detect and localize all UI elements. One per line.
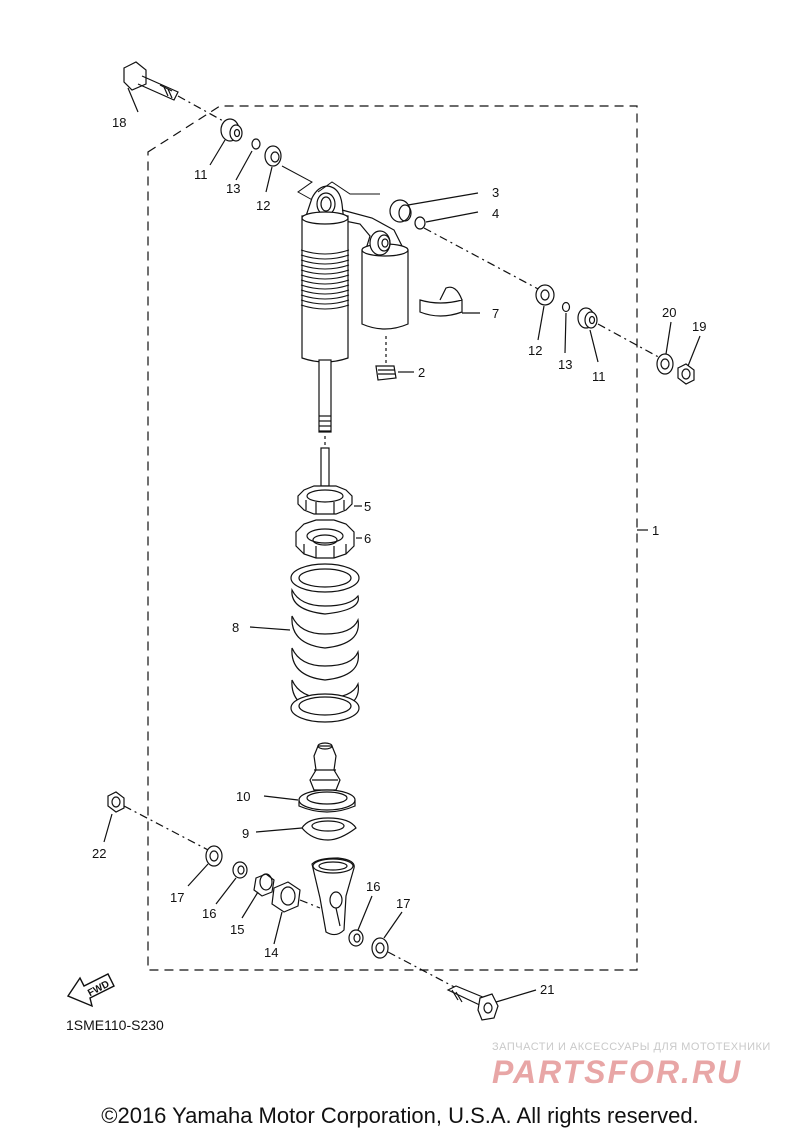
callout-17b: 17 bbox=[396, 896, 410, 911]
part-12-seal-upper bbox=[264, 145, 282, 167]
part-4-clip bbox=[414, 216, 426, 230]
part-20-washer bbox=[656, 353, 674, 375]
leader-19 bbox=[687, 335, 701, 367]
part-18-bolt bbox=[123, 61, 179, 101]
callout-13b: 13 bbox=[558, 357, 572, 372]
part-5-ring-nut bbox=[297, 485, 353, 515]
callout-8: 8 bbox=[232, 620, 239, 635]
leader-18 bbox=[127, 87, 139, 113]
lower-clevis bbox=[311, 857, 355, 936]
part-22-nut bbox=[107, 791, 125, 813]
leader-15 bbox=[241, 891, 259, 919]
axis-right-mid bbox=[597, 323, 665, 361]
callout-20: 20 bbox=[662, 305, 676, 320]
leader-16b bbox=[357, 895, 373, 931]
callout-18: 18 bbox=[112, 115, 126, 130]
copyright-notice: ©2016 Yamaha Motor Corporation, U.S.A. A… bbox=[101, 1103, 699, 1128]
axis-lower-right bbox=[387, 951, 461, 991]
axis-lower-left bbox=[123, 805, 213, 853]
part-13-oring-right bbox=[561, 301, 571, 313]
part-16-seal-right bbox=[348, 929, 364, 947]
part-11-collar-right bbox=[577, 307, 598, 329]
part-21-bolt bbox=[446, 985, 499, 1021]
part-8-spring bbox=[290, 563, 360, 723]
leader-4 bbox=[425, 211, 479, 223]
leader-21 bbox=[495, 989, 537, 1003]
callout-3: 3 bbox=[492, 185, 499, 200]
callout-11b: 11 bbox=[592, 369, 606, 384]
part-9-spring-guide bbox=[301, 817, 357, 841]
fwd-arrow-icon: FWD bbox=[66, 973, 115, 1008]
callout-2: 2 bbox=[418, 365, 425, 380]
callout-6: 6 bbox=[364, 531, 371, 546]
leader-11a bbox=[209, 139, 226, 166]
watermark-logo: PARTSFOR.RU bbox=[492, 1054, 742, 1089]
leader-16a bbox=[215, 877, 237, 905]
callout-7: 7 bbox=[492, 306, 499, 321]
part-11-collar-upper bbox=[220, 118, 243, 142]
callout-19: 19 bbox=[692, 319, 706, 334]
part-10-spring-seat bbox=[298, 789, 356, 813]
leader-14 bbox=[273, 911, 283, 945]
callout-1: 1 bbox=[652, 523, 659, 538]
callout-14: 14 bbox=[264, 945, 278, 960]
watermark-logo-text: PARTSFOR.RU bbox=[492, 1054, 742, 1089]
part-14-bearing bbox=[271, 881, 301, 913]
bump-stop bbox=[309, 742, 341, 791]
leader-3 bbox=[407, 192, 479, 206]
part-7-cover bbox=[419, 286, 463, 317]
leader-12b bbox=[537, 305, 545, 341]
part-19-nut bbox=[677, 363, 695, 385]
callout-13a: 13 bbox=[226, 181, 240, 196]
leader-10 bbox=[263, 795, 299, 801]
leader-11b bbox=[589, 329, 599, 363]
part-13-oring-upper bbox=[251, 138, 261, 150]
part-1-shock-absorber-body bbox=[300, 185, 409, 487]
leader-13b bbox=[564, 312, 567, 354]
part-3-bushing bbox=[389, 199, 412, 223]
callout-17a: 17 bbox=[170, 890, 184, 905]
callout-16b: 16 bbox=[366, 879, 380, 894]
callout-labels: 1 2 3 4 5 6 7 8 9 10 11 11 12 12 13 13 1… bbox=[92, 115, 706, 997]
callout-21: 21 bbox=[540, 982, 554, 997]
assembly-boundary bbox=[147, 105, 638, 971]
leader-8 bbox=[249, 626, 291, 631]
part-2-adjuster bbox=[375, 336, 397, 381]
watermark-subtitle: ЗАПЧАСТИ И АКСЕССУАРЫ ДЛЯ МОТОТЕХНИКИ bbox=[492, 1041, 771, 1053]
callout-11a: 11 bbox=[194, 167, 208, 182]
leader-20 bbox=[665, 321, 672, 355]
callout-9: 9 bbox=[242, 826, 249, 841]
callout-22: 22 bbox=[92, 846, 106, 861]
leader-9 bbox=[255, 827, 303, 833]
part-17-washer-left bbox=[205, 845, 223, 867]
callout-5: 5 bbox=[364, 499, 371, 514]
part-17-washer-right bbox=[371, 937, 389, 959]
part-16-seal-left bbox=[232, 861, 248, 879]
part-12-seal-right bbox=[535, 284, 555, 306]
diagram-code: 1SME110-S230 bbox=[66, 1017, 164, 1033]
callout-15: 15 bbox=[230, 922, 244, 937]
fwd-label: FWD bbox=[86, 979, 111, 999]
part-15-collar bbox=[253, 873, 275, 897]
rear-shock-exploded-diagram: FWD 1 2 3 4 5 6 7 8 9 10 11 11 12 12 13 … bbox=[66, 61, 706, 1021]
part-6-lock-nut bbox=[295, 519, 355, 559]
callout-4: 4 bbox=[492, 206, 499, 221]
callout-12b: 12 bbox=[528, 343, 542, 358]
callout-16a: 16 bbox=[202, 906, 216, 921]
leader-13a bbox=[235, 150, 253, 181]
callout-12a: 12 bbox=[256, 198, 270, 213]
axis-lower-mid bbox=[299, 899, 321, 909]
leader-17b bbox=[383, 911, 403, 939]
leader-12a bbox=[265, 166, 273, 193]
callout-10: 10 bbox=[236, 789, 250, 804]
leader-22 bbox=[103, 813, 113, 843]
axis-upper-right bbox=[423, 227, 541, 291]
leader-17a bbox=[187, 863, 209, 887]
